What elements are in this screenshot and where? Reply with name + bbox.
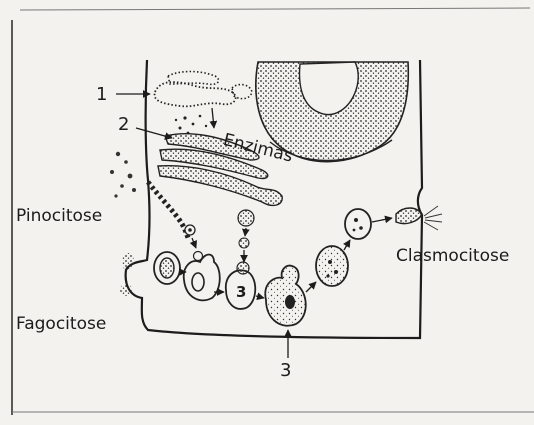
label-pinocitose: Pinocitose: [16, 206, 102, 226]
label-fagocitose: Fagocitose: [16, 314, 106, 334]
golgi-vesicle-1: [238, 210, 254, 226]
residual-body: [265, 266, 305, 326]
transport-dots: [175, 115, 207, 135]
vesicle-number-3: 3: [236, 283, 246, 301]
pinocytosis-channel: [148, 182, 203, 261]
phagosome: [154, 252, 180, 284]
frame-top-border: [20, 8, 530, 10]
label-3: 3: [280, 360, 291, 381]
golgi-vesicle-2: [239, 238, 249, 248]
label-2: 2: [118, 114, 129, 135]
label-1: 1: [96, 84, 107, 105]
phagolysosome: [184, 255, 220, 301]
exit-vacuole: [345, 209, 371, 239]
phagocytosis-particles: [120, 253, 134, 296]
digestive-vacuole: [316, 246, 348, 286]
extracellular-particles: [110, 152, 136, 198]
label-clasmocitose: Clasmocitose: [396, 246, 509, 266]
rough-er: [155, 72, 252, 107]
